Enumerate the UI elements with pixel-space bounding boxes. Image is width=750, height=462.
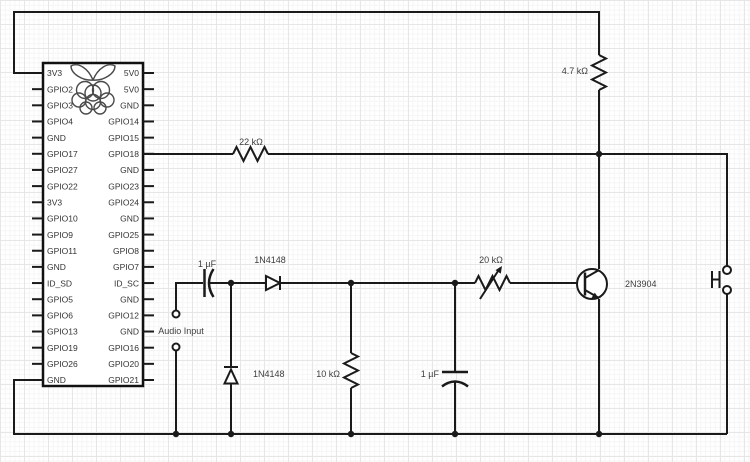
gpio-pin-label-gpio21: GPIO21 xyxy=(108,375,139,385)
gpio-pin-label-gpio16: GPIO16 xyxy=(108,343,139,353)
diode-shunt-label: 1N4148 xyxy=(253,369,285,379)
gpio-pin-label-gnd: GND xyxy=(120,294,139,304)
resistor-10k[interactable]: 10 kΩ xyxy=(316,352,361,389)
wire-3v3-to-pullup[interactable] xyxy=(13,11,600,74)
gpio-pin-label-gpio4: GPIO4 xyxy=(47,117,73,127)
junction-dots xyxy=(172,150,603,438)
capacitor-filter-label: 1 µF xyxy=(421,369,440,379)
gpio-pin-label-gnd: GND xyxy=(120,101,139,111)
gpio-pin-label-gnd: GND xyxy=(120,327,139,337)
gpio-pin-label-gpio6: GPIO6 xyxy=(47,311,73,321)
capacitor-filter[interactable]: 1 µF xyxy=(421,369,469,388)
resistor-10k-label: 10 kΩ xyxy=(316,369,340,379)
gpio-pin-label-gpio12: GPIO12 xyxy=(108,311,139,321)
wire-gpio18-to-header[interactable] xyxy=(143,153,728,266)
gpio-pin-rows: 3V3GPIO2GPIO3GPIO4GNDGPIO17GPIO27GPIO223… xyxy=(32,68,154,385)
gpio-pin-label-5v0: 5V0 xyxy=(124,84,139,94)
audio-input-label: Audio Input xyxy=(158,326,204,336)
resistor-4k7-label: 4.7 kΩ xyxy=(562,66,589,76)
wire-ground-rail[interactable] xyxy=(13,294,728,435)
gpio-pin-label-gpio8: GPIO8 xyxy=(113,246,139,256)
gpio-pin-label-gnd: GND xyxy=(47,262,66,272)
gpio-pin-label-gpio14: GPIO14 xyxy=(108,117,139,127)
gpio-pin-label-5v0: 5V0 xyxy=(124,68,139,78)
resistor-22k-label: 22 kΩ xyxy=(239,137,263,147)
gpio-pin-label-gnd: GND xyxy=(120,214,139,224)
gpio-pin-label-gpio19: GPIO19 xyxy=(47,343,78,353)
wire-signal-row[interactable] xyxy=(175,282,585,310)
transistor-2n3904-label: 2N3904 xyxy=(625,279,657,289)
gpio-pin-label-gpio20: GPIO20 xyxy=(108,359,139,369)
diode-series[interactable]: 1N4148 xyxy=(254,255,286,292)
gpio-pin-label-gpio26: GPIO26 xyxy=(47,359,78,369)
gpio-pin-label-gpio10: GPIO10 xyxy=(47,214,78,224)
gpio-pin-label-gpio15: GPIO15 xyxy=(108,133,139,143)
diode-shunt[interactable]: 1N4148 xyxy=(222,366,285,385)
diode-series-label: 1N4148 xyxy=(254,255,286,265)
gpio-pin-label-gpio25: GPIO25 xyxy=(108,230,139,240)
gpio-pin-label-gnd: GND xyxy=(47,375,66,385)
gpio-pin-label-id_sc: ID_SC xyxy=(114,278,139,288)
audio-input-terminals[interactable]: Audio Input xyxy=(158,309,204,352)
gpio-pin-label-gpio9: GPIO9 xyxy=(47,230,73,240)
gpio-pin-label-gpio5: GPIO5 xyxy=(47,294,73,304)
raspberry-pi-logo xyxy=(70,64,116,115)
output-header[interactable] xyxy=(711,265,732,295)
gpio-pin-label-gnd: GND xyxy=(120,165,139,175)
capacitor-input[interactable]: 1 µF xyxy=(198,259,217,298)
gpio-pin-label-3v3: 3V3 xyxy=(47,68,62,78)
gpio-pin-label-3v3: 3V3 xyxy=(47,197,62,207)
gpio-pin-label-id_sd: ID_SD xyxy=(47,278,72,288)
gpio-pin-label-gpio18: GPIO18 xyxy=(108,149,139,159)
gpio-pin-label-gpio27: GPIO27 xyxy=(47,165,78,175)
gpio-pin-label-gpio13: GPIO13 xyxy=(47,327,78,337)
gpio-pin-label-gpio7: GPIO7 xyxy=(113,262,139,272)
capacitor-input-label: 1 µF xyxy=(198,259,217,269)
potentiometer-20k[interactable]: 20 kΩ xyxy=(474,255,511,300)
gpio-pin-label-gpio3: GPIO3 xyxy=(47,101,73,111)
gpio-pin-label-gpio22: GPIO22 xyxy=(47,181,78,191)
gpio-pin-label-gpio2: GPIO2 xyxy=(47,84,73,94)
gpio-pin-label-gnd: GND xyxy=(47,133,66,143)
transistor-2n3904[interactable]: 2N3904 xyxy=(576,268,657,300)
gpio-pin-label-gpio23: GPIO23 xyxy=(108,181,139,191)
resistor-4k7[interactable]: 4.7 kΩ xyxy=(562,54,609,91)
potentiometer-20k-label: 20 kΩ xyxy=(479,255,503,265)
gpio-pin-label-gpio17: GPIO17 xyxy=(47,149,78,159)
resistor-22k[interactable]: 22 kΩ xyxy=(232,137,269,164)
gpio-header[interactable]: 3V3GPIO2GPIO3GPIO4GNDGPIO17GPIO27GPIO223… xyxy=(32,61,154,388)
gpio-pin-label-gpio11: GPIO11 xyxy=(47,246,77,256)
gpio-pin-label-gpio24: GPIO24 xyxy=(108,197,139,207)
